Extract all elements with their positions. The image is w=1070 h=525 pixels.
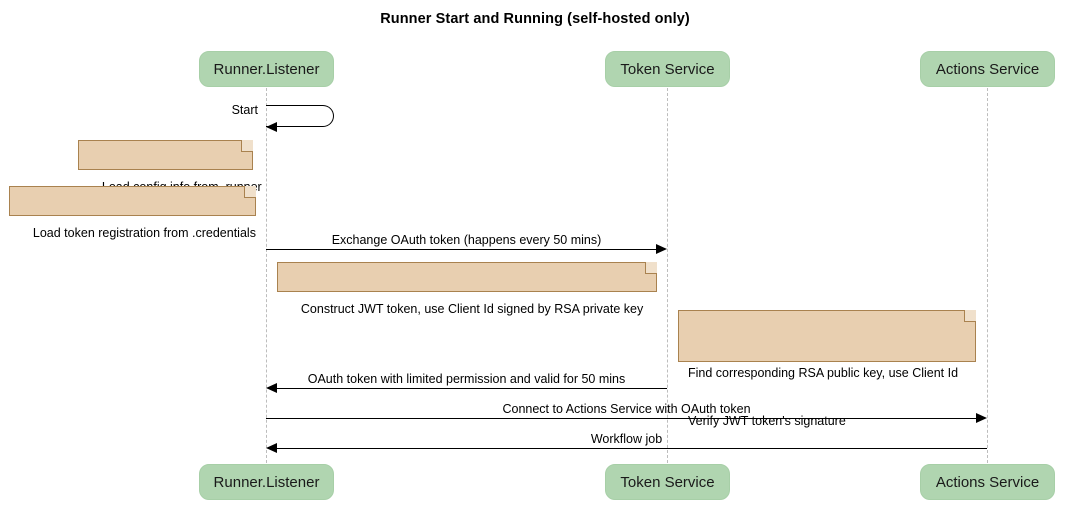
note-load-token-registration-text: Load token registration from .credential… [32, 226, 256, 240]
participant-runner-listener-top[interactable]: Runner.Listener [199, 51, 334, 87]
participant-actions-service-bottom[interactable]: Actions Service [920, 464, 1055, 500]
note-construct-jwt: Construct JWT token, use Client Id signe… [277, 262, 657, 316]
note-dogear-icon [244, 186, 256, 198]
message-label-exchange-oauth: Exchange OAuth token (happens every 50 m… [331, 233, 602, 247]
participant-token-service-bottom[interactable]: Token Service [605, 464, 730, 500]
message-arrowhead-workflow-job [266, 443, 277, 453]
note-dogear-icon [645, 262, 657, 274]
note-construct-jwt-text: Construct JWT token, use Client Id signe… [300, 302, 644, 316]
message-line-connect-actions [266, 418, 976, 419]
message-arrowhead-exchange-oauth [656, 244, 667, 254]
note-dogear-icon [964, 310, 976, 322]
lifeline-runner-listener [266, 88, 267, 463]
participant-token-service-top[interactable]: Token Service [605, 51, 730, 87]
lifeline-actions-service [987, 88, 988, 463]
note-verify-jwt: Find corresponding RSA public key, use C… [678, 310, 976, 428]
note-load-token-registration: Load token registration from .credential… [9, 186, 256, 240]
message-arrowhead-connect-actions [976, 413, 987, 423]
message-label-oauth-token: OAuth token with limited permission and … [307, 372, 626, 386]
message-label-workflow-job: Workflow job [590, 432, 663, 446]
note-load-config: Load config info from .runner [78, 140, 262, 194]
lifeline-token-service [667, 88, 668, 463]
note-verify-jwt-line-2: Verify JWT token's signature [688, 414, 846, 428]
message-line-workflow-job [277, 448, 987, 449]
self-message-start-arrowhead [266, 122, 277, 132]
message-arrowhead-oauth-token [266, 383, 277, 393]
message-line-exchange-oauth [266, 249, 656, 250]
note-dogear-icon [241, 140, 253, 152]
self-message-start-loop [266, 105, 334, 127]
diagram-title: Runner Start and Running (self-hosted on… [380, 11, 690, 27]
participant-actions-service-top[interactable]: Actions Service [920, 51, 1055, 87]
participant-runner-listener-bottom[interactable]: Runner.Listener [199, 464, 334, 500]
message-label-connect-actions: Connect to Actions Service with OAuth to… [502, 402, 751, 416]
message-label-start: Start [231, 103, 258, 117]
message-line-oauth-token [277, 388, 667, 389]
note-verify-jwt-line-1: Find corresponding RSA public key, use C… [688, 366, 959, 380]
